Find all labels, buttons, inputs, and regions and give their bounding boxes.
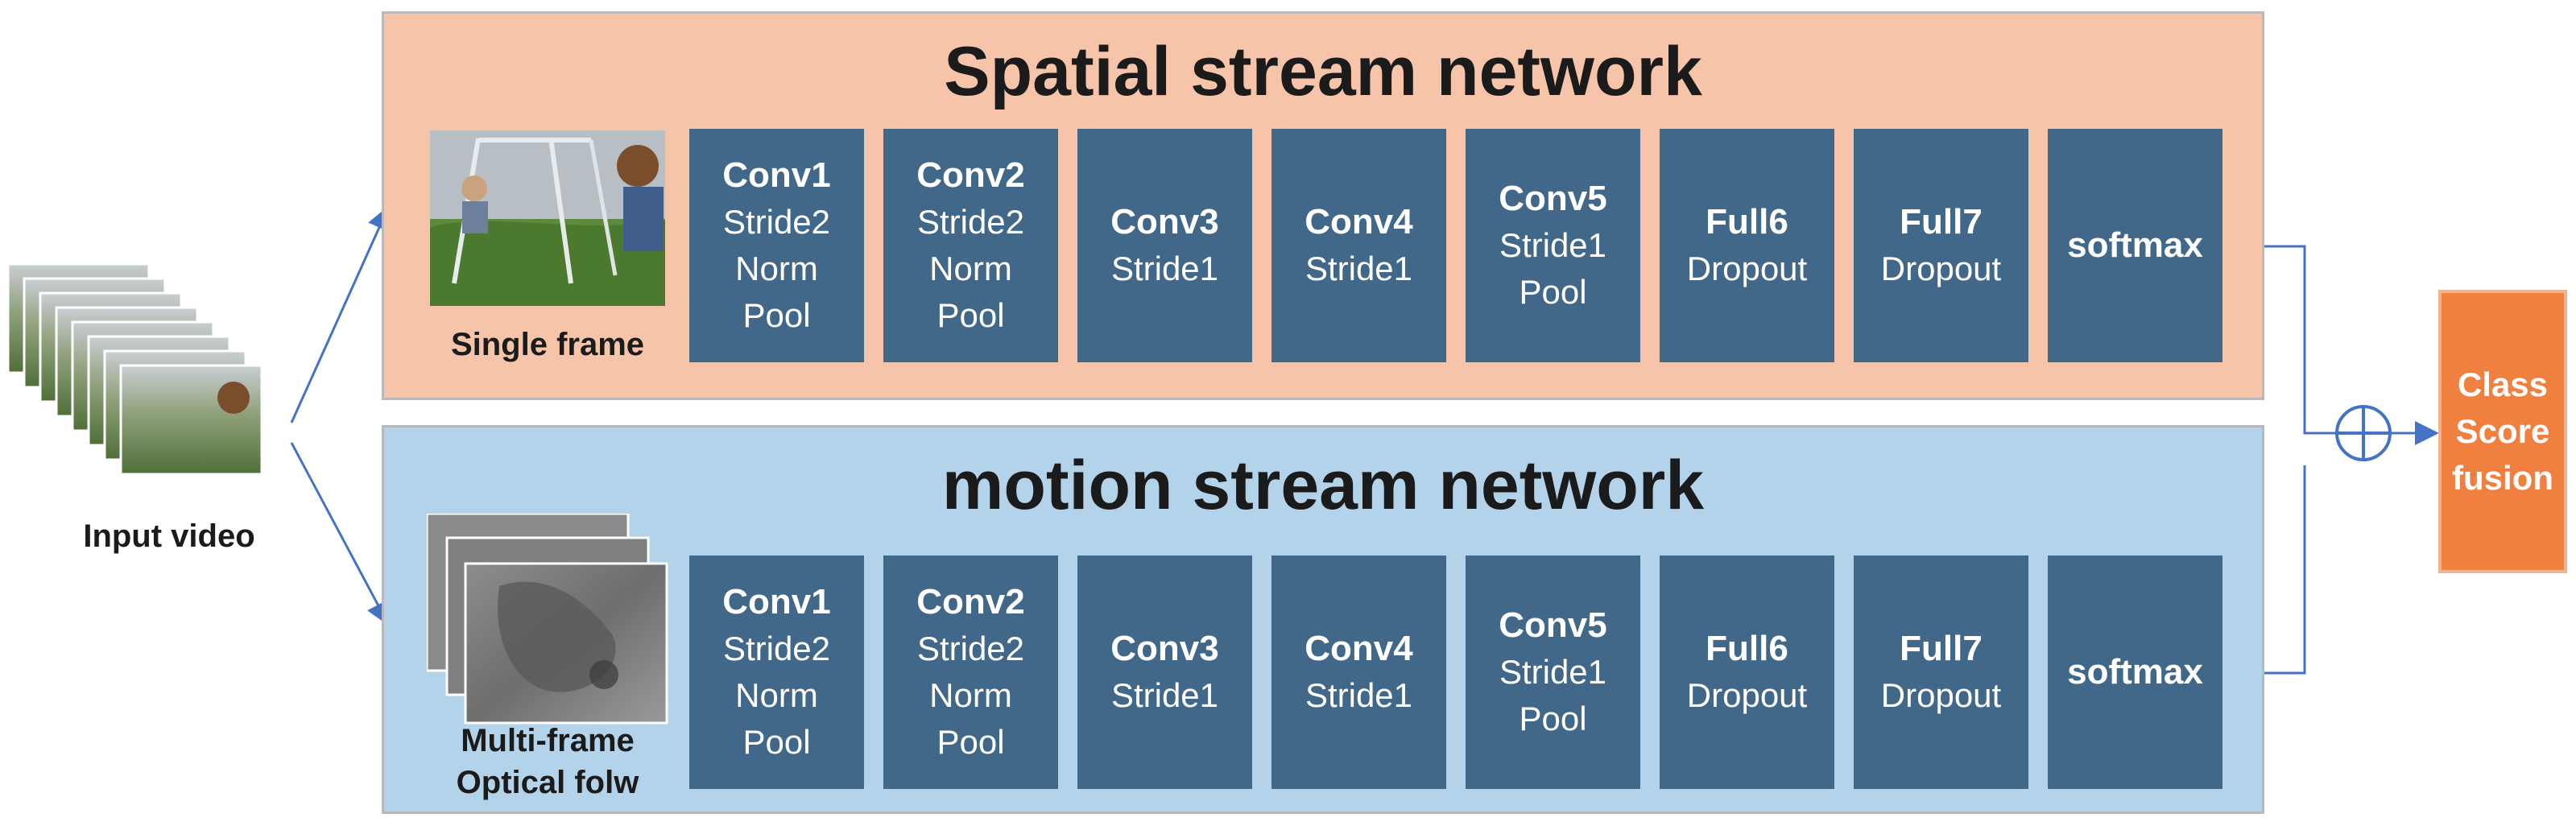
layer-op: Stride2	[722, 203, 831, 241]
layer-op: Norm	[929, 676, 1012, 714]
layer-name: Conv3	[1110, 629, 1219, 668]
motion-layer-softmax: softmax	[2048, 555, 2222, 789]
arrow-input-to-spatial	[290, 205, 391, 423]
layer-op: Dropout	[1880, 676, 2002, 714]
layer-op: Pool	[742, 723, 811, 761]
layer-op: Norm	[929, 250, 1012, 287]
layer-op: Dropout	[1686, 250, 1808, 287]
layer-op: Norm	[735, 250, 818, 287]
single-frame-photo-icon	[430, 130, 665, 306]
layer-op: Stride1	[1305, 250, 1413, 287]
layer-name: Full7	[1900, 202, 1983, 242]
optical-flow-stack-icon	[427, 514, 668, 725]
layer-op: Dropout	[1880, 250, 2002, 287]
motion-stream-title: motion stream network	[941, 447, 1705, 524]
layer-op: Stride1	[1305, 676, 1413, 714]
fusion-line1: Class	[2457, 366, 2549, 403]
layer-op: Norm	[735, 676, 818, 714]
multi-frame-label-line2: Optical folw	[456, 765, 639, 800]
layer-name: softmax	[2067, 652, 2203, 692]
layer-name: softmax	[2067, 225, 2203, 265]
spatial-stream-title: Spatial stream network	[944, 33, 1702, 110]
layer-op: Pool	[742, 296, 811, 334]
layer-name: Conv4	[1305, 629, 1413, 668]
layer-op: Stride2	[916, 630, 1025, 667]
layer-op: Stride1	[1499, 226, 1607, 264]
layer-op: Pool	[937, 723, 1005, 761]
layer-op: Stride1	[1110, 250, 1219, 287]
layer-name: Full6	[1706, 202, 1788, 242]
layer-op: Stride2	[722, 630, 831, 667]
layer-op: Pool	[937, 296, 1005, 334]
arrow-input-to-motion	[290, 442, 390, 626]
fusion-line3: fusion	[2452, 459, 2553, 497]
layer-name: Conv1	[722, 155, 831, 195]
layer-name: Conv1	[722, 582, 831, 622]
layer-name: Conv5	[1499, 179, 1607, 218]
line-spatial-softmax-to-fusion	[2227, 245, 2335, 435]
layer-op: Dropout	[1686, 676, 1808, 714]
spatial-layer-softmax: softmax	[2048, 129, 2222, 362]
multi-frame-label-line1: Multi-frame	[461, 723, 635, 758]
layer-op: Stride1	[1110, 676, 1219, 714]
video-frame-stack-icon	[6, 262, 263, 476]
layer-name: Conv3	[1110, 202, 1219, 242]
circled-plus-icon	[2335, 405, 2392, 461]
multi-frame-label: Multi-frame Optical folw	[427, 720, 668, 803]
layer-name: Conv4	[1305, 202, 1413, 242]
class-score-fusion-block: Class Score fusion	[2438, 290, 2567, 573]
fusion-line2: Score	[2455, 412, 2550, 450]
single-frame-label: Single frame	[450, 327, 645, 362]
layer-op: Stride1	[1499, 653, 1607, 691]
layer-name: Conv2	[916, 582, 1025, 622]
layer-op: Pool	[1519, 700, 1587, 737]
frame-person-shape	[217, 382, 250, 414]
layer-name: Full6	[1706, 629, 1788, 668]
layer-name: Conv5	[1499, 605, 1607, 645]
video-frame	[119, 364, 263, 476]
input-video-label: Input video	[83, 518, 255, 554]
layer-name: Conv2	[916, 155, 1025, 195]
layer-name: Full7	[1900, 629, 1983, 668]
layer-op: Stride2	[916, 203, 1025, 241]
layer-op: Pool	[1519, 273, 1587, 311]
